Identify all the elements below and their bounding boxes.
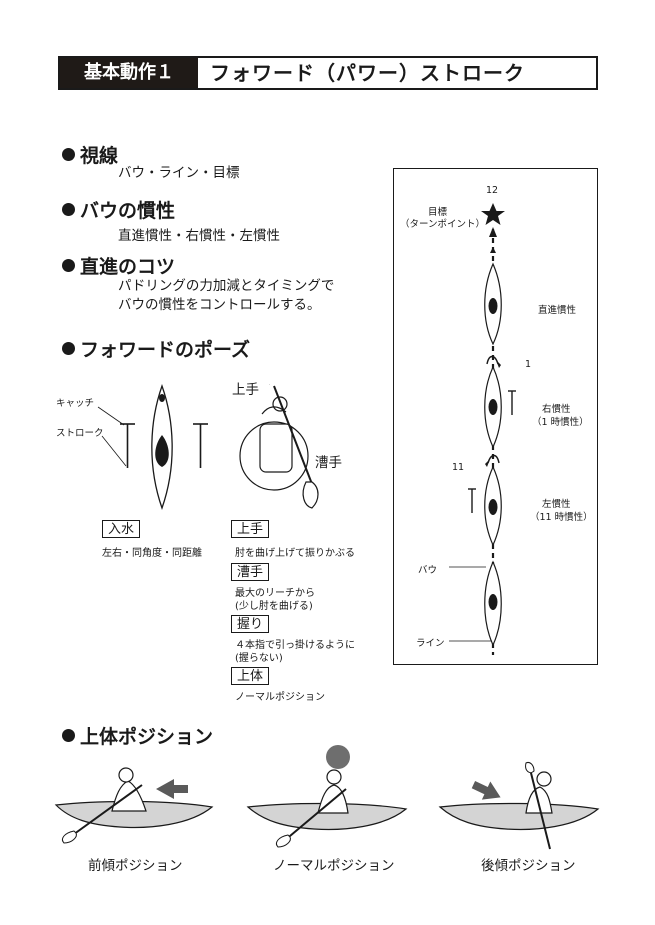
sight-text: バウ・ライン・目標 (118, 165, 240, 181)
box-entry: 入水 (102, 520, 141, 538)
section-sight-heading: 視線 (62, 141, 118, 168)
paddler-pose-figure (239, 384, 319, 509)
arrow-left-icon (156, 779, 188, 799)
box-upper-body: 上体 (231, 667, 270, 685)
target-label: 目標 (428, 207, 448, 218)
bullet-icon (62, 259, 75, 272)
backward-lean-figure (438, 762, 600, 850)
paddler-body (525, 786, 553, 814)
position-label-forward: 前傾ポジション (88, 858, 183, 874)
kayak-hull (438, 802, 600, 831)
box-grip: 握り (231, 615, 270, 633)
paddler-head (326, 769, 342, 785)
section-title: フォワードのポーズ (80, 339, 251, 361)
section-pose-heading: フォワードのポーズ (62, 335, 250, 362)
bow-label: バウ (418, 565, 438, 576)
upper-hand-note: 肘を曲げ上げて振りかぶる (235, 548, 355, 559)
bullet-icon (62, 729, 75, 742)
forward-lean-figure (54, 767, 214, 844)
catch-label: キャッチ (56, 398, 95, 409)
box-lower-hand: 漕手 (231, 563, 270, 581)
straight-label: 直進慣性 (538, 305, 577, 316)
kayak-hull (246, 802, 408, 831)
paddle-blade-icon (302, 481, 319, 509)
arrow-head-icon (496, 360, 501, 368)
stroke-leader (101, 435, 127, 467)
course-diagram (449, 203, 516, 655)
right-inertia-sub: （1 時慣性） (532, 417, 589, 428)
right-inertia-label: 右慣性 (542, 404, 571, 415)
bow-inertia-text: 直進慣性・右慣性・左慣性 (118, 228, 280, 244)
clock-12-label: 12 (486, 185, 499, 196)
paddle-shaft (273, 385, 313, 485)
page-header: 基本動作１ フォワード（パワー）ストローク (58, 56, 598, 90)
clock-11-label: 11 (452, 462, 465, 473)
paddle-blade-icon (61, 830, 77, 844)
position-label-normal: ノーマルポジション (273, 858, 395, 874)
paddler-head (118, 767, 134, 783)
lower-hand-note-2: (少し肘を曲げる) (235, 601, 313, 612)
normal-position-figure (246, 745, 408, 848)
lower-hand-label: 漕手 (315, 455, 342, 471)
course-diagram-panel: 12 目標 （ターンポイント） 直進慣性 1 右慣性 （1 時慣性） 11 左慣… (393, 168, 598, 665)
arrow-head-icon (485, 459, 490, 467)
clock-1-label: 1 (525, 359, 532, 370)
catch-leader (97, 406, 125, 426)
upper-hand-label: 上手 (232, 382, 259, 398)
section-title: 上体ポジション (80, 726, 214, 748)
kayak-top-view-diagram (97, 384, 208, 510)
cockpit-icon (488, 499, 498, 515)
position-label-backward: 後傾ポジション (481, 858, 576, 874)
paddle-shaft (529, 768, 551, 850)
cockpit-icon (488, 594, 498, 610)
box-upper-hand: 上手 (231, 520, 270, 538)
bullet-icon (62, 342, 75, 355)
section-straight-tip-heading: 直進のコツ (62, 252, 175, 279)
paddle-blade-icon (275, 834, 291, 848)
section-upper-body-heading: 上体ポジション (62, 722, 213, 749)
straight-tip-line-1: パドリングの力加減とタイミングで (118, 278, 335, 294)
cockpit-icon (488, 399, 498, 415)
section-title: 直進のコツ (80, 256, 176, 278)
bullet-icon (62, 203, 75, 216)
cockpit-icon (488, 298, 498, 314)
paddler-body (259, 423, 293, 473)
lower-hand-note-1: 最大のリーチから (235, 588, 315, 599)
target-sub-label: （ターンポイント） (400, 219, 486, 230)
arrow-up-icon (489, 227, 497, 237)
line-label: ライン (416, 638, 445, 649)
grip-note-2: (握らない) (235, 653, 283, 664)
bow-marker (159, 394, 165, 402)
section-title: 視線 (80, 145, 119, 167)
page-title: フォワード（パワー）ストローク (210, 61, 525, 85)
bullet-icon (62, 148, 75, 161)
balance-ball-icon (326, 745, 350, 769)
paddler-head (536, 771, 552, 787)
section-bow-inertia-heading: バウの慣性 (62, 196, 175, 223)
entry-note: 左右・同角度・同距離 (102, 548, 202, 559)
grip-note-1: ４本指で引っ掛けるように (235, 640, 355, 651)
left-inertia-sub: （11 時慣性） (530, 512, 593, 523)
cockpit-icon (155, 435, 169, 467)
straight-tip-line-2: バウの慣性をコントロールする。 (118, 297, 321, 313)
arrow-right-icon (471, 781, 501, 800)
lesson-label: 基本動作１ (60, 58, 198, 88)
arrow-up-icon (490, 247, 496, 253)
paddle-shaft (283, 788, 347, 842)
section-title: バウの慣性 (80, 200, 176, 222)
stroke-label: ストローク (56, 428, 104, 439)
paddle-shaft (69, 784, 143, 838)
left-inertia-label: 左慣性 (542, 499, 571, 510)
paddle-blade-icon (525, 762, 535, 774)
right-paddle-mark (193, 423, 208, 468)
upper-body-positions-illustration (54, 745, 600, 850)
target-star-icon (481, 203, 505, 225)
upper-body-note: ノーマルポジション (235, 692, 325, 703)
